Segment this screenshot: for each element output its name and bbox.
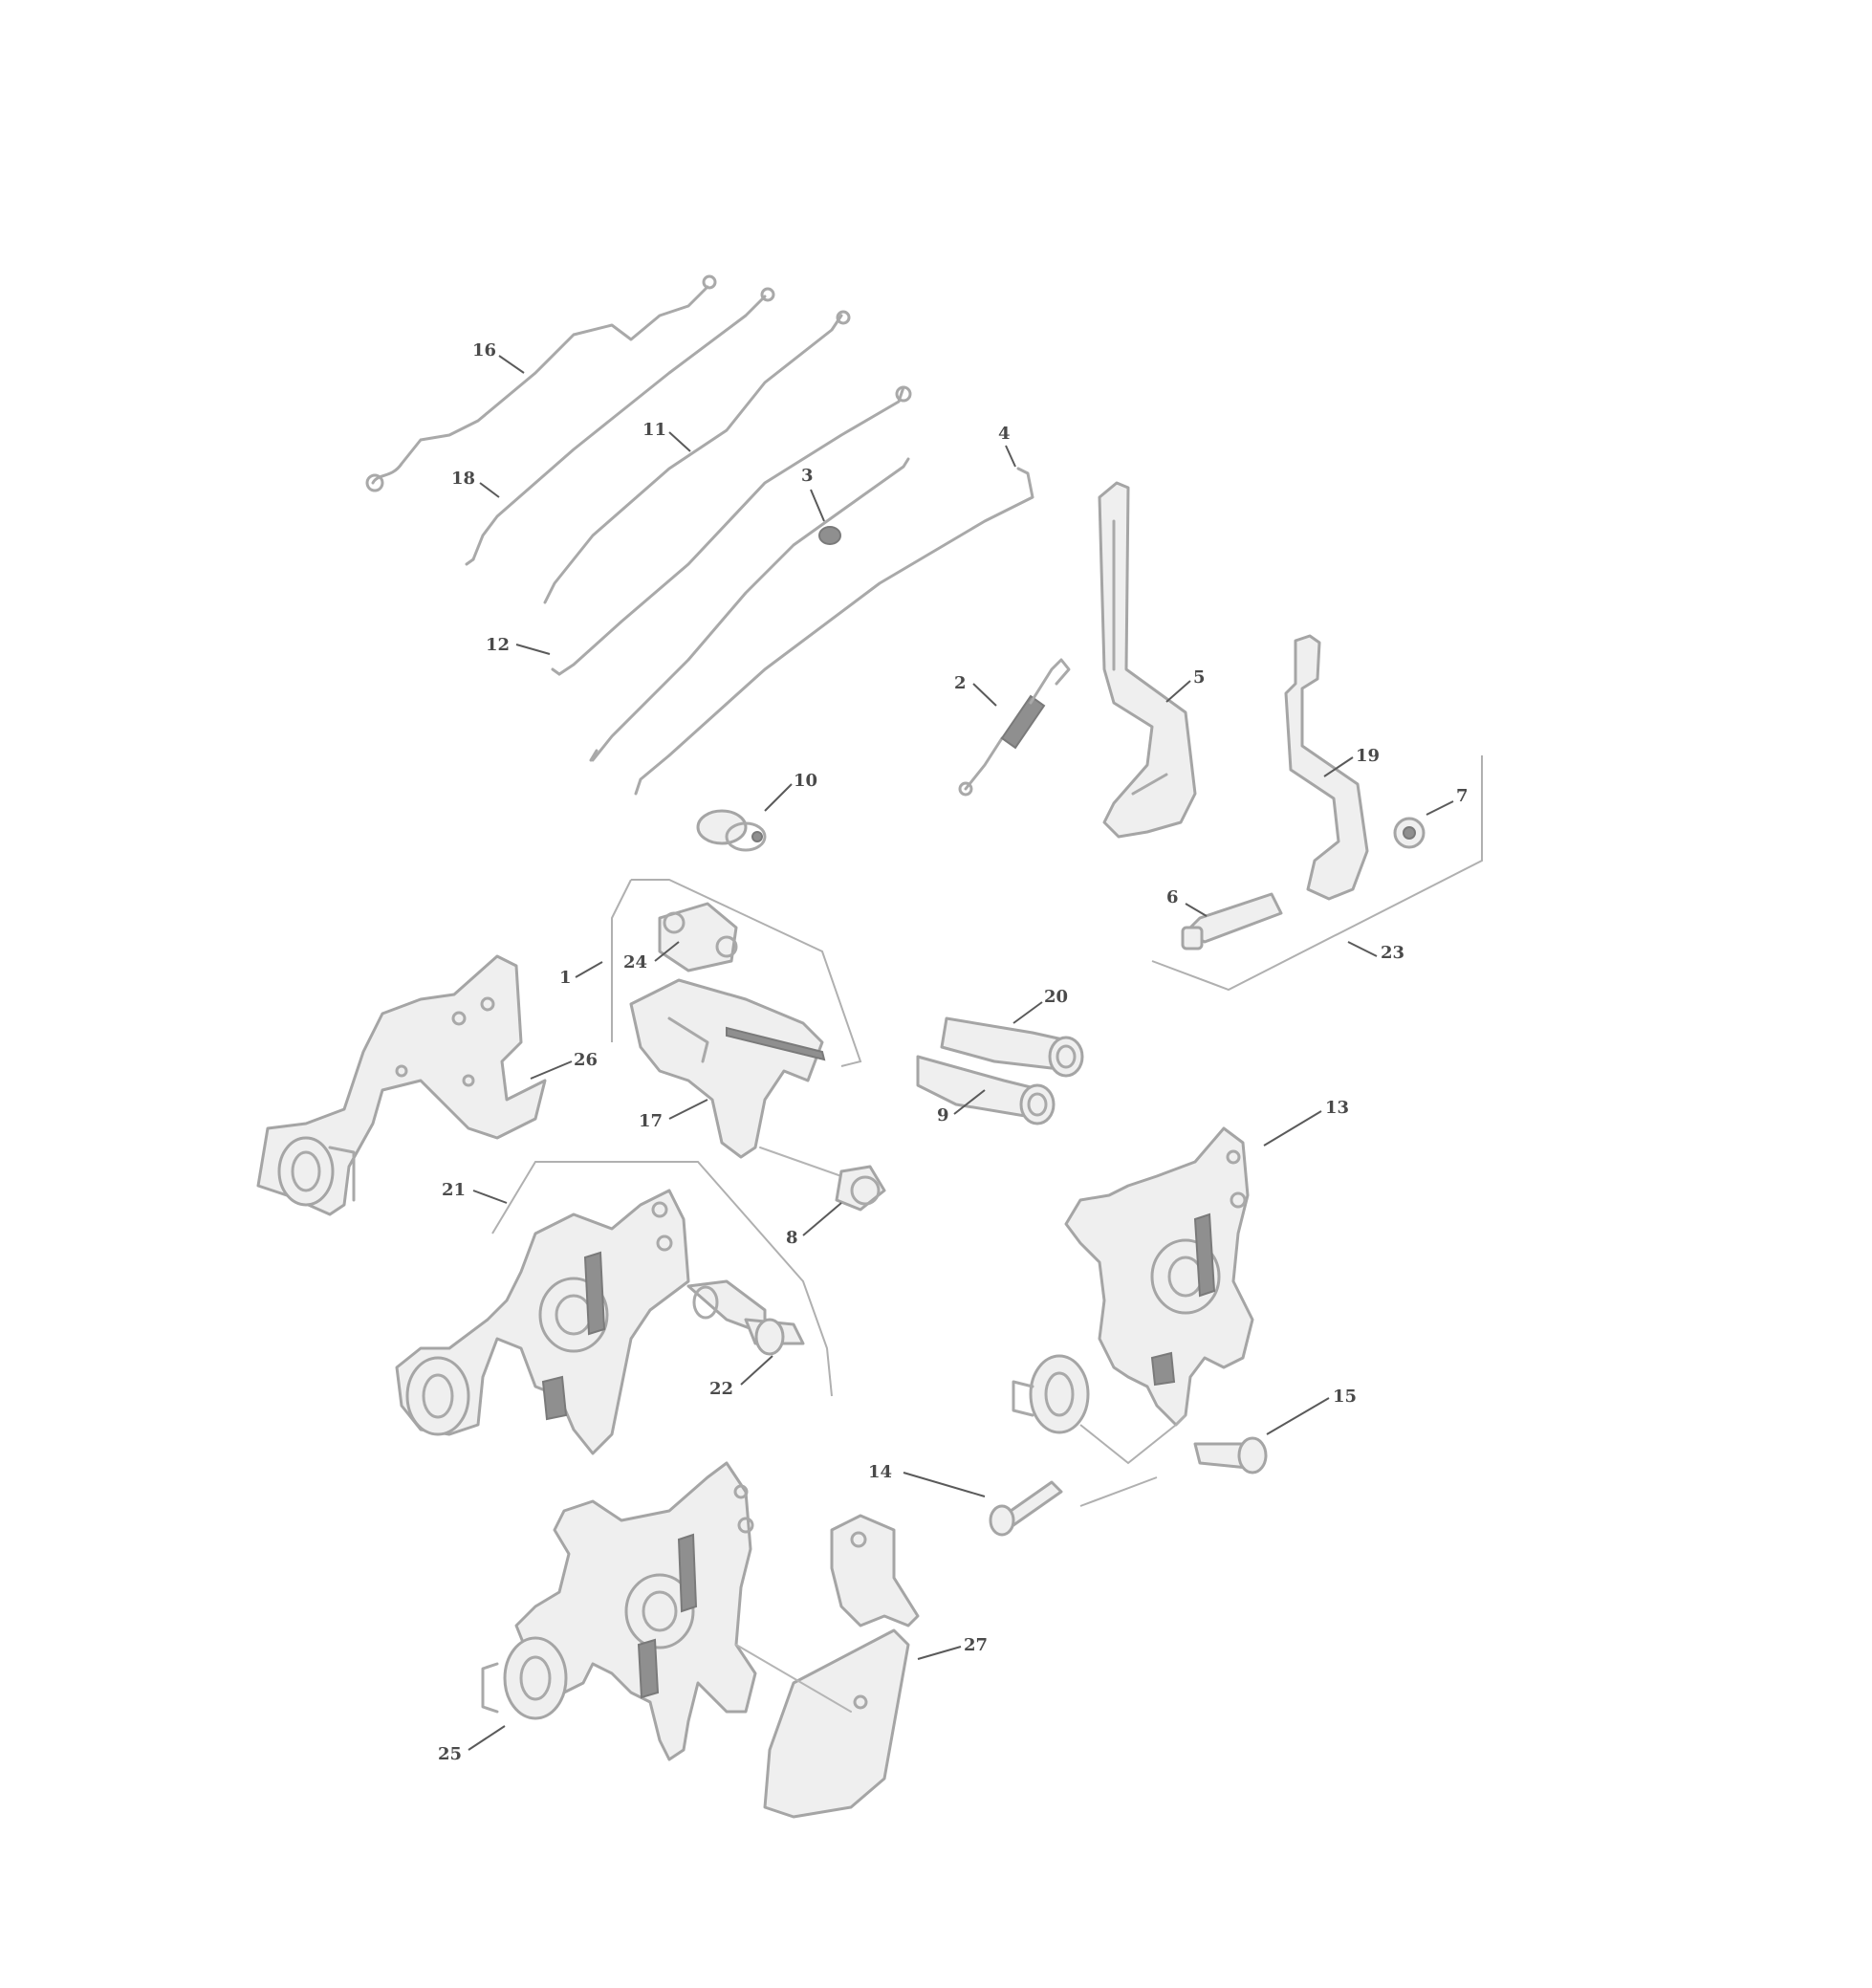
svg-text:11: 11 [642, 420, 666, 440]
bracket-23 [1151, 755, 1483, 992]
callout-6: 6 [1166, 887, 1208, 917]
shaft-8-leader [759, 1147, 842, 1177]
svg-text:2: 2 [954, 673, 967, 693]
svg-text:26: 26 [574, 1050, 598, 1070]
lever-19 [1284, 634, 1369, 901]
svg-text:9: 9 [937, 1105, 949, 1125]
svg-text:27: 27 [964, 1635, 988, 1655]
rod-4 [634, 467, 1034, 796]
spacer-20 [940, 1016, 1084, 1078]
callout-1: 1 [559, 961, 603, 988]
bolt-14 [989, 1480, 1063, 1537]
callout-21: 21 [442, 1180, 508, 1204]
rod-16 [365, 274, 717, 492]
callout-16: 16 [472, 340, 525, 374]
callout-14: 14 [868, 1462, 986, 1497]
callout-26: 26 [530, 1050, 598, 1080]
callout-8: 8 [786, 1202, 842, 1248]
callout-20: 20 [1012, 987, 1068, 1024]
svg-text:24: 24 [623, 952, 647, 972]
svg-text:7: 7 [1456, 786, 1469, 806]
callout-5: 5 [1165, 667, 1206, 703]
callout-10: 10 [764, 771, 817, 812]
lever-5 [1098, 481, 1197, 839]
rod-18 [465, 287, 775, 566]
bolt-8 [835, 1165, 886, 1212]
callout-19: 19 [1323, 746, 1380, 777]
callout-4: 4 [998, 424, 1016, 468]
svg-text:6: 6 [1166, 887, 1179, 907]
bracket-26 [256, 954, 547, 1216]
plate-27 [735, 1514, 920, 1819]
assembly-21 [395, 1161, 833, 1455]
callout-18: 18 [451, 469, 500, 498]
svg-text:22: 22 [709, 1379, 733, 1399]
spring-3 [818, 526, 841, 545]
callout-15: 15 [1266, 1387, 1357, 1435]
svg-text:10: 10 [794, 771, 817, 791]
callout-11: 11 [642, 420, 691, 452]
bolt-22 [744, 1318, 805, 1356]
rod-3 [589, 457, 910, 762]
callout-24: 24 [623, 941, 680, 972]
assembly-13 [1012, 1126, 1254, 1507]
rod-11 [543, 310, 851, 604]
svg-text:16: 16 [472, 340, 496, 360]
svg-text:4: 4 [998, 424, 1011, 444]
callout-23: 23 [1347, 941, 1404, 963]
svg-text:15: 15 [1333, 1387, 1357, 1407]
bracket-1 [611, 879, 862, 1067]
bushing-24 [658, 902, 738, 972]
spring-2 [958, 658, 1071, 797]
svg-text:25: 25 [438, 1744, 462, 1764]
svg-text:17: 17 [639, 1111, 663, 1131]
svg-text:20: 20 [1044, 987, 1068, 1007]
callout-13: 13 [1263, 1098, 1349, 1147]
svg-text:12: 12 [486, 635, 510, 655]
svg-text:18: 18 [451, 469, 475, 489]
callout-22: 22 [709, 1355, 773, 1399]
svg-text:19: 19 [1356, 746, 1380, 766]
callout-9: 9 [937, 1089, 986, 1125]
callout-3: 3 [801, 466, 825, 522]
nut-7 [1393, 817, 1426, 849]
callout-27: 27 [917, 1635, 988, 1660]
bolt-15 [1193, 1436, 1268, 1475]
svg-text:23: 23 [1381, 943, 1404, 963]
svg-text:3: 3 [801, 466, 814, 486]
svg-text:8: 8 [786, 1228, 798, 1248]
pin-6 [1181, 892, 1283, 950]
callout-25: 25 [438, 1725, 506, 1764]
rod-12 [551, 385, 912, 676]
callout-17: 17 [639, 1099, 708, 1131]
spacer-9 [916, 1055, 1056, 1125]
plate-17 [629, 978, 826, 1159]
callout-12: 12 [486, 635, 551, 655]
callout-2: 2 [954, 673, 997, 707]
svg-text:21: 21 [442, 1180, 466, 1200]
callout-7: 7 [1426, 786, 1469, 816]
svg-text:5: 5 [1193, 667, 1206, 688]
assembly-25 [481, 1461, 757, 1761]
svg-text:1: 1 [559, 968, 572, 988]
svg-text:14: 14 [868, 1462, 892, 1482]
clip-10 [696, 809, 767, 852]
svg-text:13: 13 [1325, 1098, 1349, 1118]
